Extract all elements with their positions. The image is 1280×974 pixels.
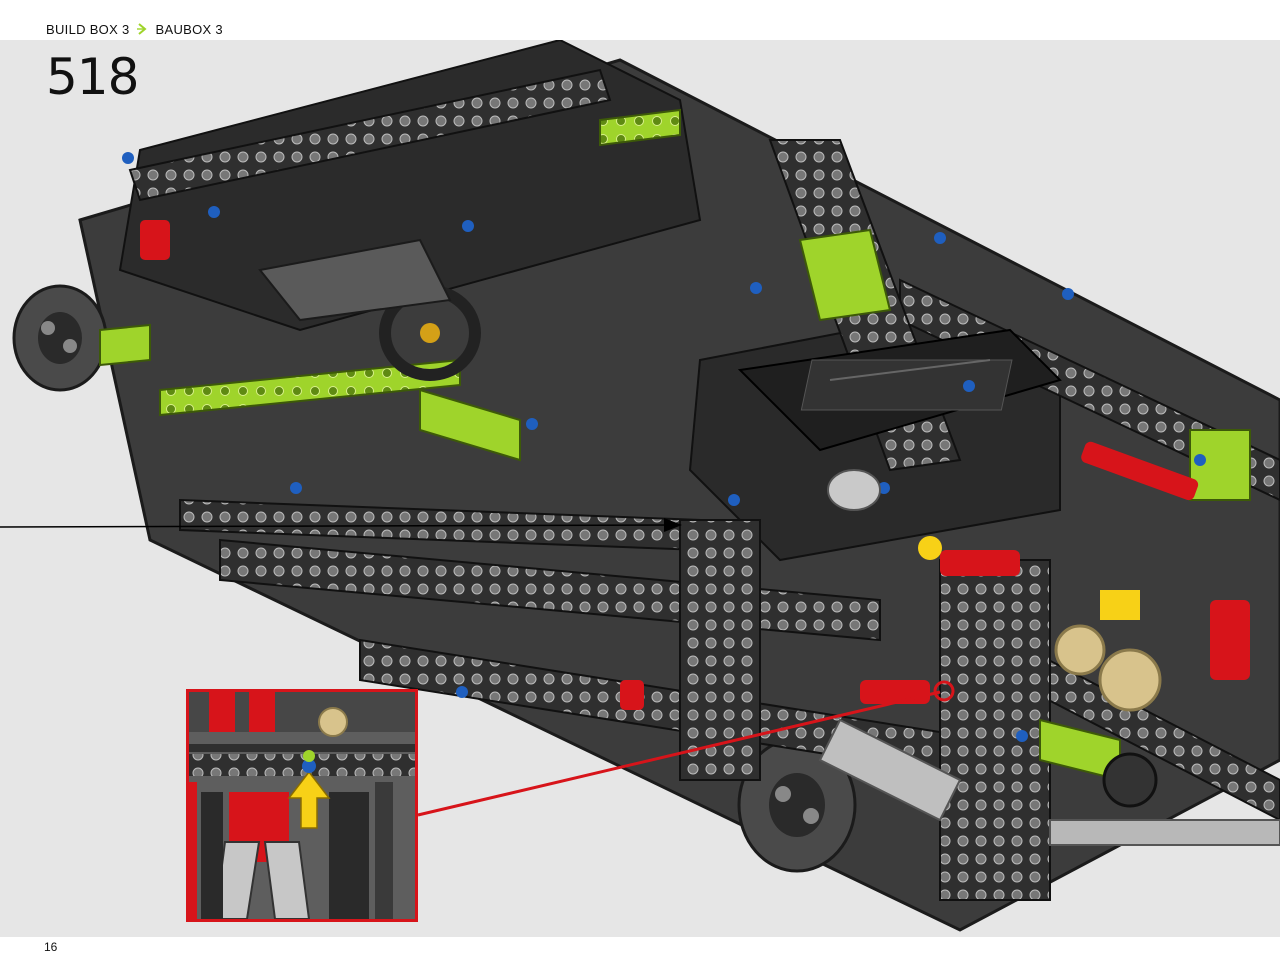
header-breadcrumb: BUILD BOX 3 BAUBOX 3	[46, 21, 223, 37]
callout-leader-line	[417, 680, 955, 817]
technic-model-illustration	[0, 40, 1280, 932]
step-number: 518	[46, 48, 139, 106]
lime-chevron-icon	[136, 23, 147, 35]
gears	[918, 536, 1162, 808]
red-parts	[140, 220, 1250, 710]
up-arrow-icon	[287, 770, 331, 829]
pointer-arrow	[0, 518, 682, 532]
grey-parts	[258, 238, 1280, 846]
baubox-label: BAUBOX 3	[155, 21, 223, 37]
build-box-label: BUILD BOX 3	[46, 21, 130, 37]
engine-cover	[737, 328, 1062, 452]
blue-pins	[122, 152, 1206, 742]
callout-detail-illustration	[189, 692, 415, 919]
page-number: 16	[44, 940, 58, 954]
instruction-stage	[0, 40, 1280, 937]
lime-parts	[99, 108, 1251, 782]
front-wheel-hub	[12, 284, 108, 392]
detail-callout	[186, 689, 418, 922]
rear-wheel-hub	[737, 737, 857, 873]
